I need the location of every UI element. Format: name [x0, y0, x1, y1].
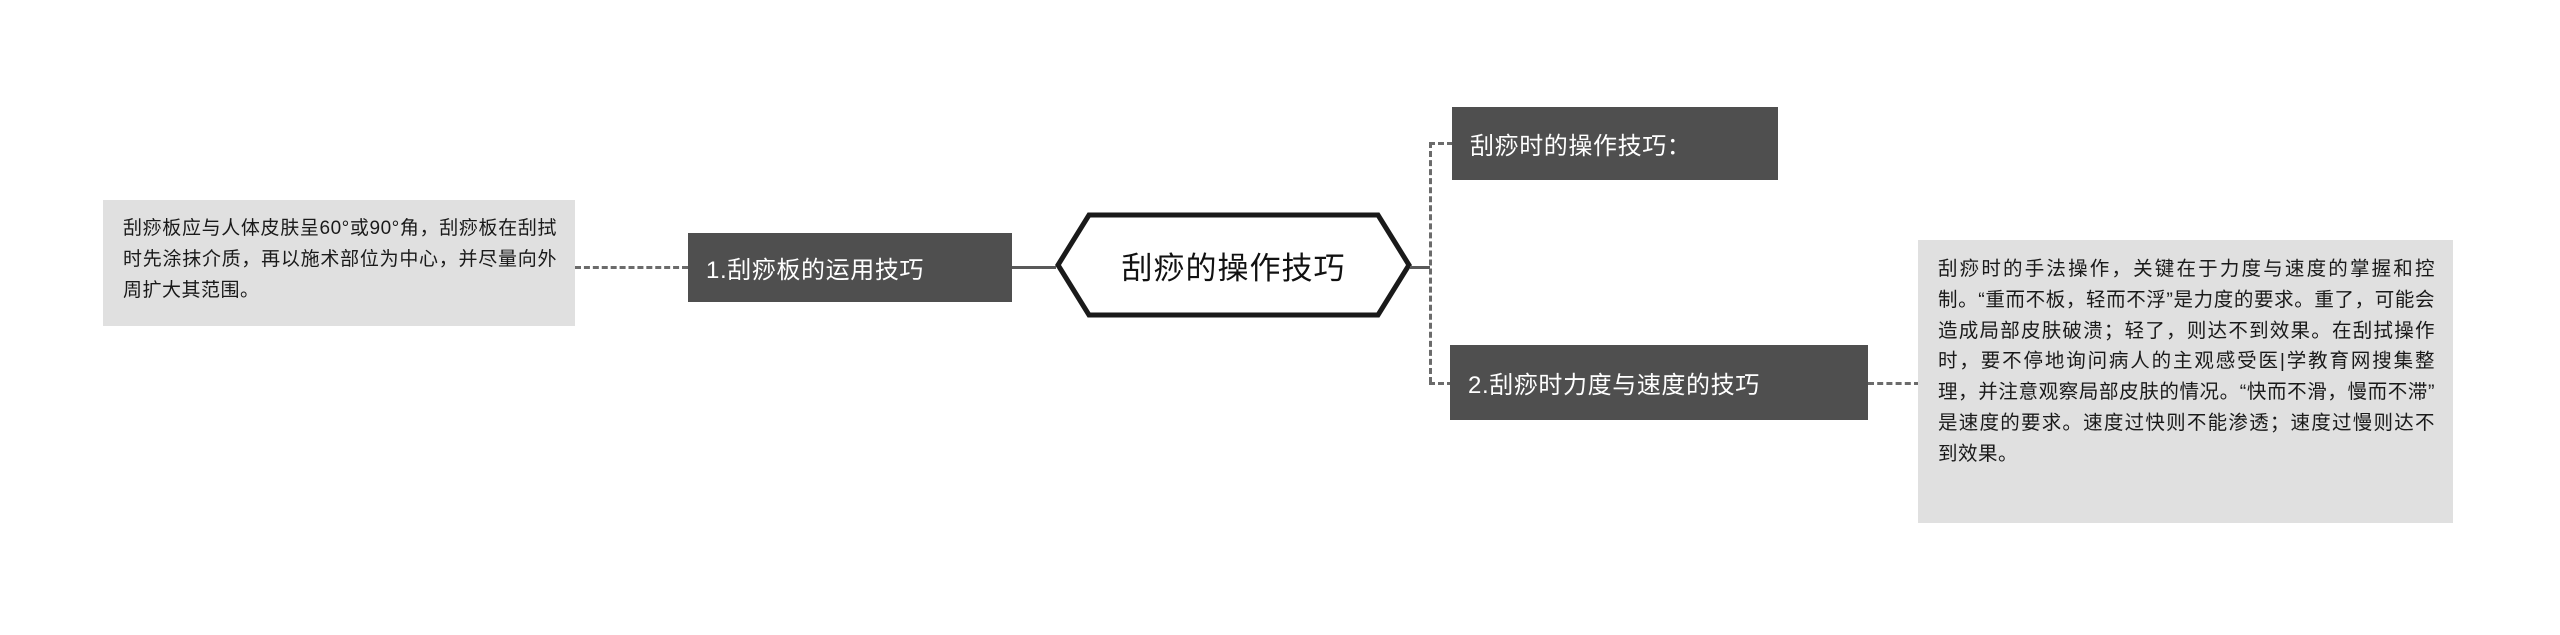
connector-left-detail-to-topic1: [575, 266, 688, 269]
right-spine-vertical: [1429, 142, 1432, 383]
connector-topic1-to-root: [1012, 266, 1056, 269]
root-hexagon-shape: [1055, 212, 1412, 318]
topic-box-top-right-label: 刮痧时的操作技巧：: [1470, 133, 1692, 160]
topic-box-2[interactable]: 2.刮痧时力度与速度的技巧: [1450, 345, 1868, 420]
connector-root-to-right-spine: [1410, 266, 1430, 269]
connector-spine-to-topic-top: [1429, 142, 1453, 145]
root-node-label: 刮痧的操作技巧: [1121, 250, 1346, 286]
right-detail-text: 刮痧时的手法操作，关键在于力度与速度的掌握和控制。“重而不板，轻而不浮”是力度的…: [1938, 258, 2435, 465]
topic-box-1[interactable]: 1.刮痧板的运用技巧: [688, 233, 1012, 302]
topic-box-top-right[interactable]: 刮痧时的操作技巧：: [1452, 107, 1778, 180]
right-detail-box[interactable]: 刮痧时的手法操作，关键在于力度与速度的掌握和控制。“重而不板，轻而不浮”是力度的…: [1918, 240, 2453, 523]
connector-topic2-to-right-detail: [1868, 382, 1920, 385]
root-node[interactable]: 刮痧的操作技巧: [1055, 212, 1412, 318]
left-detail-box[interactable]: 刮痧板应与人体皮肤呈60°或90°角，刮痧板在刮拭时先涂抹介质，再以施术部位为中…: [103, 200, 575, 326]
left-detail-text: 刮痧板应与人体皮肤呈60°或90°角，刮痧板在刮拭时先涂抹介质，再以施术部位为中…: [123, 218, 557, 301]
topic-box-1-label: 1.刮痧板的运用技巧: [706, 257, 925, 284]
topic-box-2-label: 2.刮痧时力度与速度的技巧: [1468, 372, 1760, 399]
connector-spine-to-topic2: [1429, 382, 1453, 385]
